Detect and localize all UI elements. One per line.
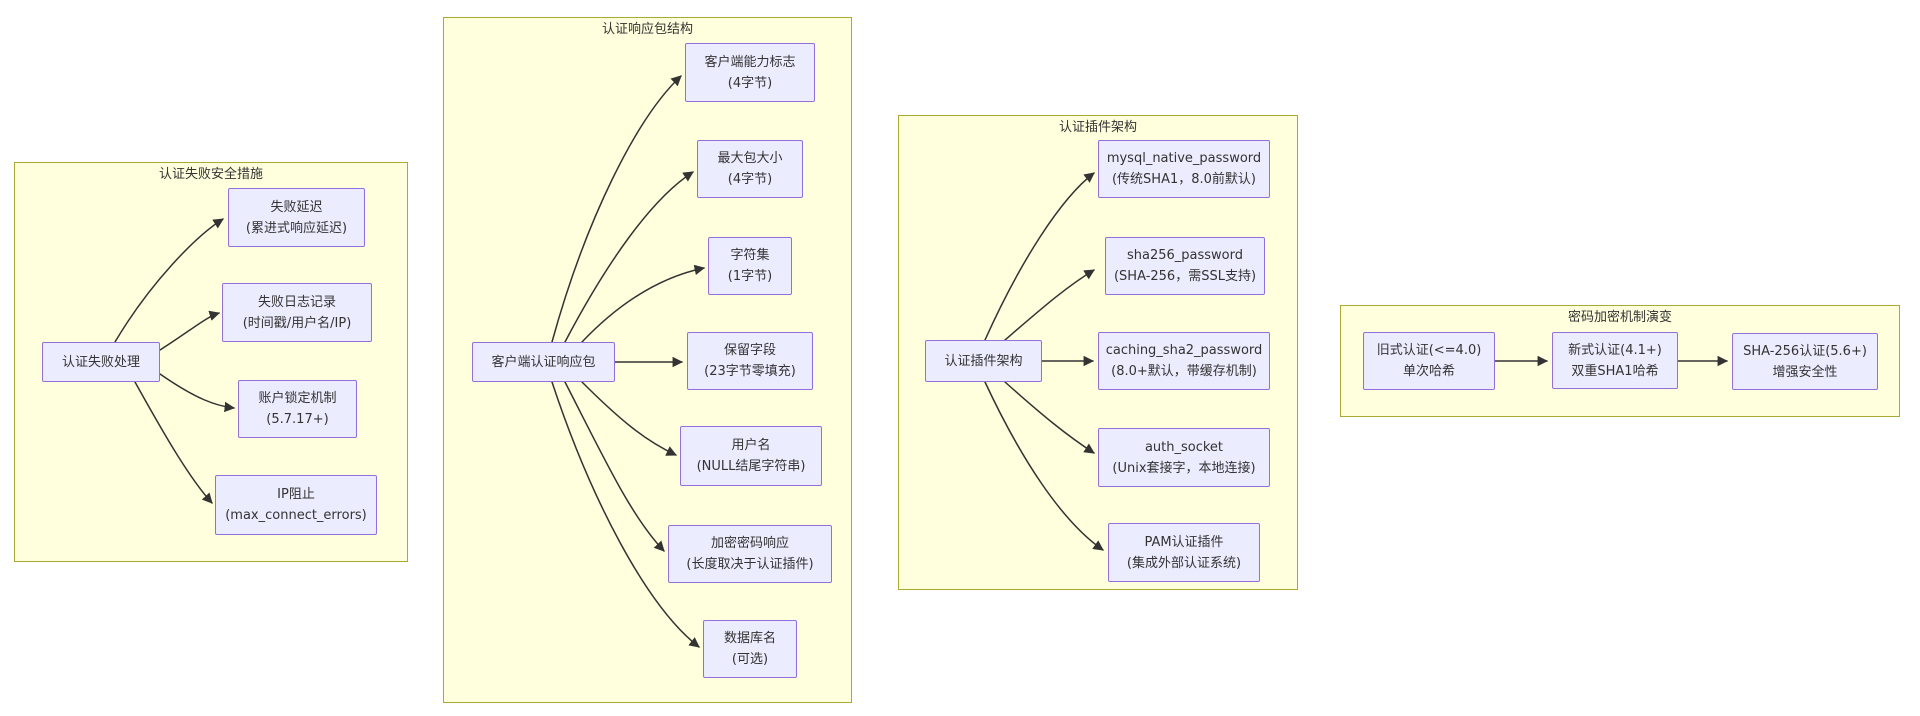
node-label: 用户名 <box>731 438 771 453</box>
edge-packet-to-charset <box>581 264 706 343</box>
node-label: 账户锁定机制 <box>258 391 337 406</box>
node-label: 最大包大小 <box>717 151 783 166</box>
node-label: 客户端认证响应包 <box>491 354 596 370</box>
node-label: sha256_password <box>1126 248 1243 263</box>
node-sublabel: (传统SHA1，8.0前默认) <box>1111 172 1256 187</box>
node-label: PAM认证插件 <box>1144 534 1224 550</box>
node-capability-flags: 客户端能力标志 (4字节) <box>685 43 815 102</box>
edge-plugin-to-pam <box>984 381 1104 551</box>
node-label: 认证插件架构 <box>944 353 1023 369</box>
node-label: 失败延迟 <box>270 199 323 215</box>
node-label: caching_sha2_password <box>1105 343 1263 358</box>
node-auth-plugin-architecture: 认证插件架构 <box>925 340 1042 382</box>
edge-packet-to-database <box>551 381 700 648</box>
node-label: 客户端能力标志 <box>704 54 796 70</box>
group-title: 认证响应包结构 <box>601 22 693 37</box>
node-sublabel: (时间戳/用户名/IP) <box>242 315 352 331</box>
edge-failure-to-lockout <box>159 373 236 413</box>
node-sublabel: (SHA-256，需SSL支持) <box>1113 269 1257 284</box>
node-username: 用户名 (NULL结尾字符串) <box>680 426 822 486</box>
node-label: 加密密码响应 <box>710 536 789 551</box>
node-label: 新式认证(4.1+) <box>1568 342 1662 358</box>
node-client-auth-response-packet: 客户端认证响应包 <box>472 342 615 382</box>
node-label: 保留字段 <box>723 343 776 358</box>
node-sublabel: (5.7.17+) <box>266 412 329 427</box>
node-pam-plugin: PAM认证插件 (集成外部认证系统) <box>1108 523 1260 582</box>
node-ip-blocking: IP阻止 (max_connect_errors) <box>215 475 377 535</box>
node-new-style-auth: 新式认证(4.1+) 双重SHA1哈希 <box>1552 332 1678 389</box>
node-sha256-password: sha256_password (SHA-256，需SSL支持) <box>1105 237 1265 295</box>
node-sublabel: (累进式响应延迟) <box>245 220 348 236</box>
edge-plugin-to-sha256 <box>1004 269 1095 341</box>
node-sublabel: (长度取决于认证插件) <box>686 557 814 572</box>
node-label: 认证失败处理 <box>61 354 140 370</box>
node-sha256-auth: SHA-256认证(5.6+) 增强安全性 <box>1732 333 1878 390</box>
node-label: mysql_native_password <box>1106 151 1262 166</box>
node-label: 失败日志记录 <box>257 294 336 310</box>
node-sublabel: 双重SHA1哈希 <box>1571 363 1659 379</box>
node-sublabel: (Unix套接字，本地连接) <box>1112 460 1256 476</box>
node-auth-failure-handling: 认证失败处理 <box>42 342 160 382</box>
node-failure-delay: 失败延迟 (累进式响应延迟) <box>228 188 365 247</box>
node-old-style-auth: 旧式认证(<=4.0) 单次哈希 <box>1363 332 1495 390</box>
node-sublabel: (4字节) <box>727 172 773 187</box>
group-title: 认证插件架构 <box>1058 120 1137 135</box>
node-sublabel: (4字节) <box>727 75 773 91</box>
node-sublabel: (集成外部认证系统) <box>1126 555 1242 571</box>
node-sublabel: (NULL结尾字符串) <box>696 459 806 474</box>
group-title: 认证失败安全措施 <box>158 167 263 182</box>
node-sublabel: (23字节零填充) <box>704 364 796 379</box>
node-label: auth_socket <box>1144 439 1224 455</box>
node-failure-logging: 失败日志记录 (时间戳/用户名/IP) <box>222 283 372 342</box>
node-mysql-native-password: mysql_native_password (传统SHA1，8.0前默认) <box>1098 140 1270 198</box>
node-database-name: 数据库名 (可选) <box>703 620 797 678</box>
node-reserved-field: 保留字段 (23字节零填充) <box>687 332 813 390</box>
edge-failure-to-ipblock <box>134 381 213 504</box>
node-sublabel: (max_connect_errors) <box>225 508 367 523</box>
node-encrypted-password-response: 加密密码响应 (长度取决于认证插件) <box>668 525 832 583</box>
node-label: 旧式认证(<=4.0) <box>1376 343 1482 358</box>
node-sublabel: 单次哈希 <box>1402 364 1455 379</box>
node-max-packet-size: 最大包大小 (4字节) <box>697 140 803 198</box>
node-sublabel: 增强安全性 <box>1772 364 1838 380</box>
edge-plugin-to-socket <box>1004 381 1095 454</box>
node-label: 字符集 <box>730 248 770 263</box>
node-sublabel: (8.0+默认，带缓存机制) <box>1111 364 1257 379</box>
edge-failure-to-logging <box>159 310 221 351</box>
node-auth-socket: auth_socket (Unix套接字，本地连接) <box>1098 428 1270 487</box>
edge-packet-to-maxsize <box>564 171 694 343</box>
node-sublabel: (可选) <box>731 652 769 667</box>
edge-packet-to-username <box>581 381 677 456</box>
node-sublabel: (1字节) <box>727 269 773 284</box>
node-account-lockout: 账户锁定机制 (5.7.17+) <box>238 380 357 438</box>
edge-plugin-to-native <box>984 172 1095 341</box>
node-label: SHA-256认证(5.6+) <box>1743 343 1867 359</box>
node-charset: 字符集 (1字节) <box>708 237 792 295</box>
node-label: 数据库名 <box>723 631 776 646</box>
edge-packet-to-capabilities <box>551 75 682 343</box>
node-caching-sha2-password: caching_sha2_password (8.0+默认，带缓存机制) <box>1098 332 1270 390</box>
edge-packet-to-password <box>564 381 665 552</box>
node-label: IP阻止 <box>277 487 315 502</box>
edge-failure-to-delay <box>114 218 224 343</box>
group-title: 密码加密机制演变 <box>1567 310 1672 325</box>
